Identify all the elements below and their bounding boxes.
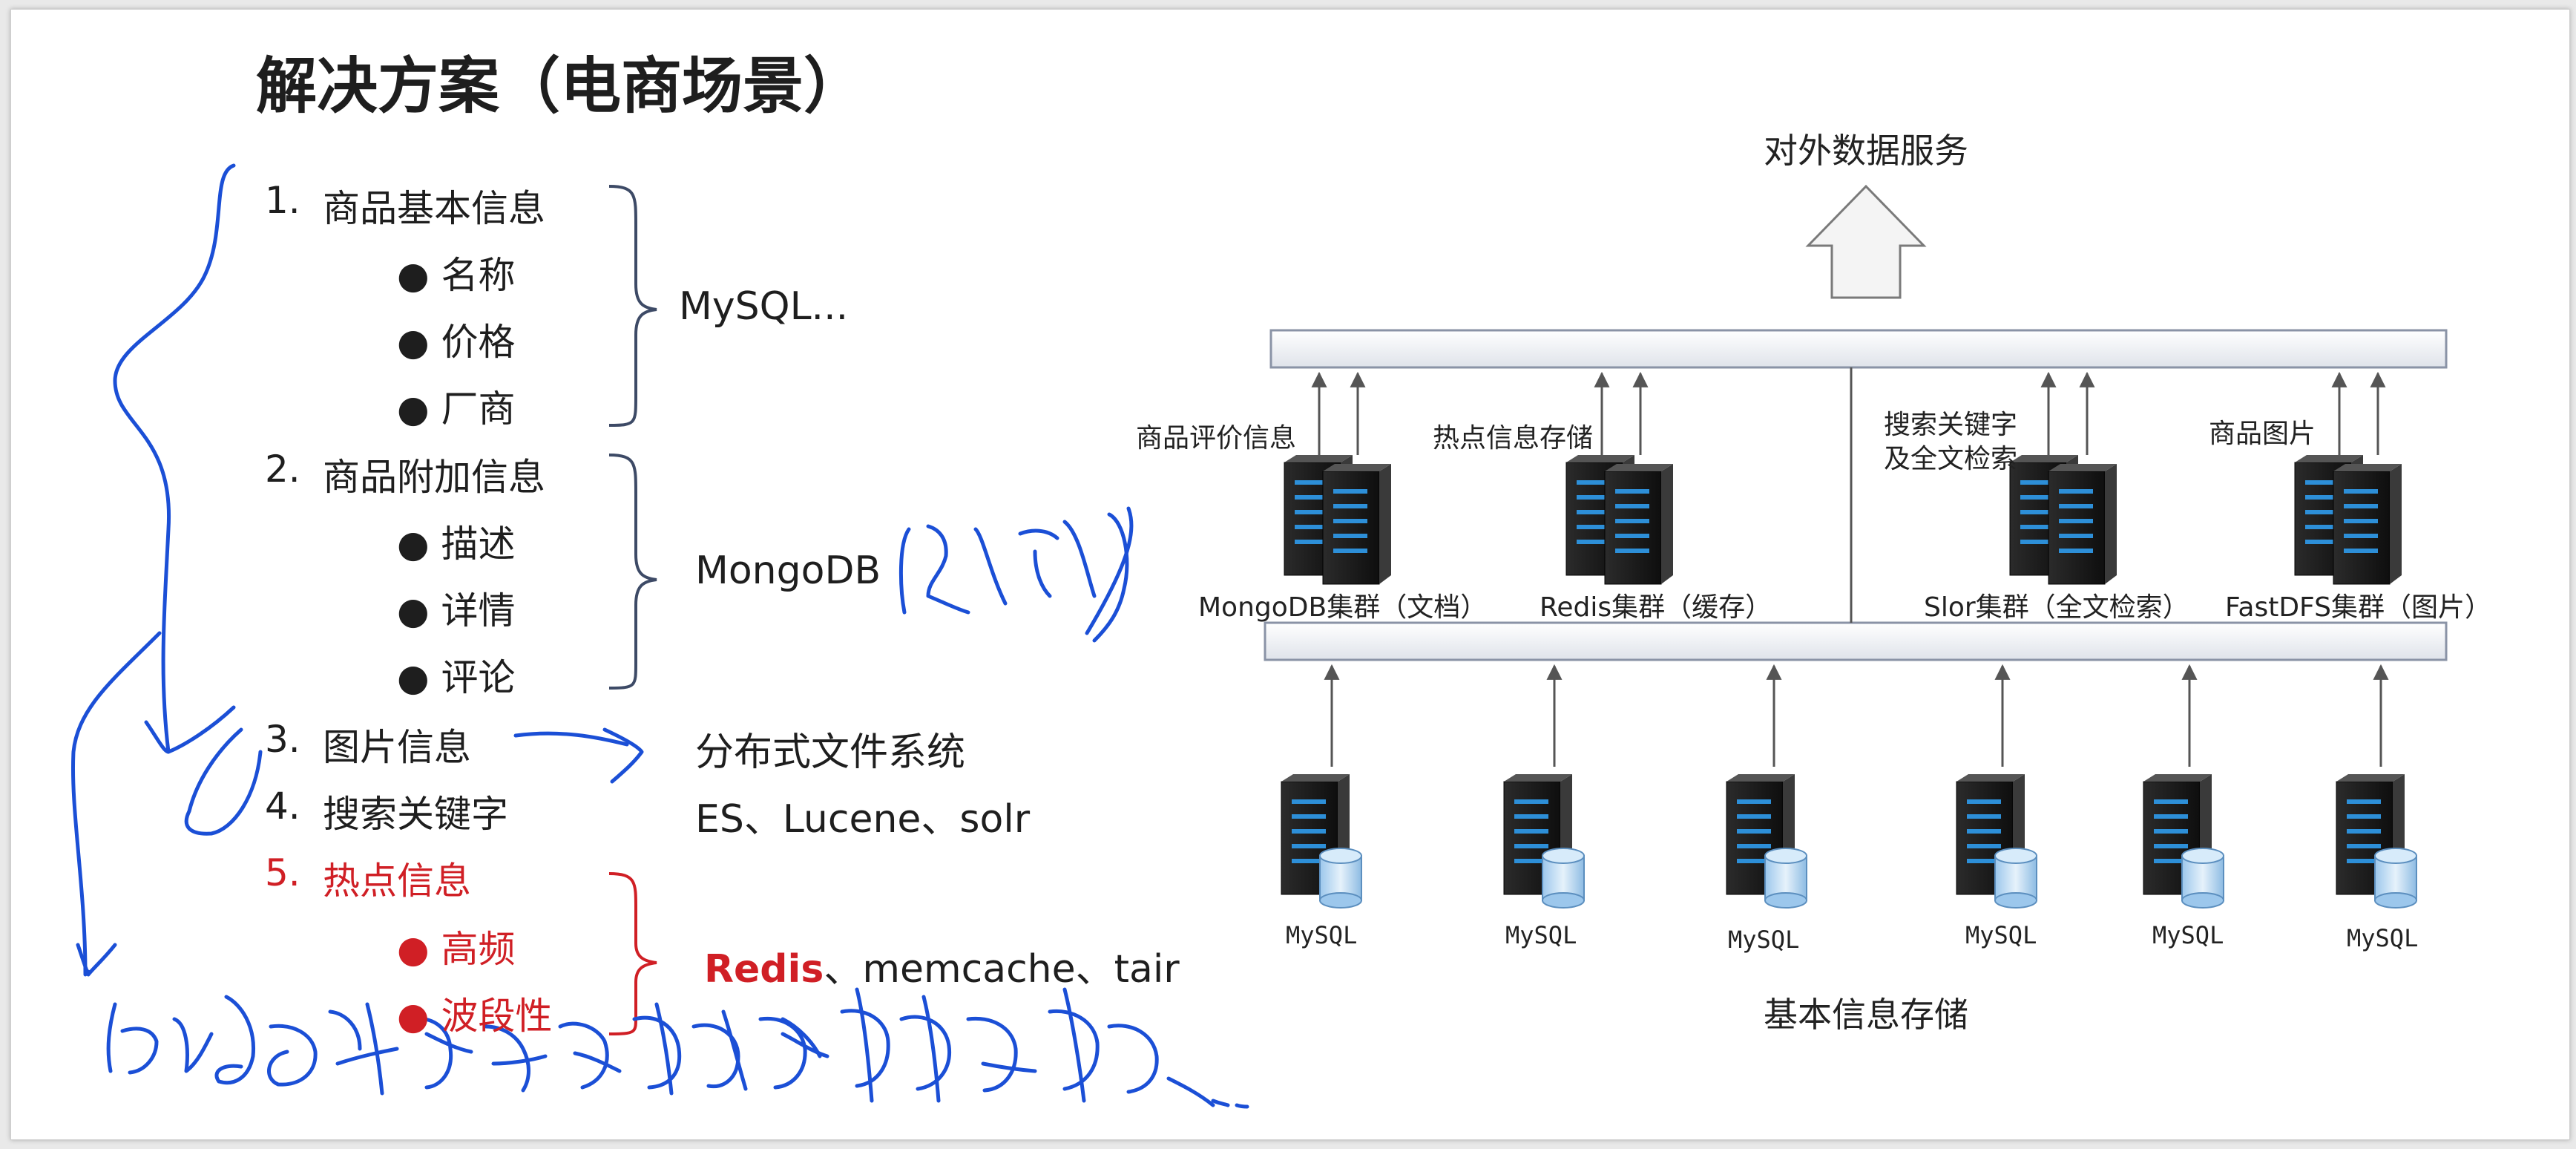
bullet-text: 评论 [441,656,516,699]
redis-cluster-icon [1565,454,1674,585]
outline-number: 4. [265,785,300,828]
mysql-node-icon [1726,774,1807,908]
bullet-item: ● 评论 [397,656,516,699]
outline-number: 3. [265,718,300,761]
tech-dfs: 分布式文件系统 [695,730,966,775]
bullet-text: 波段性 [441,995,553,1038]
brace-group-1 [608,185,657,427]
tech-search: ES、Lucene、solr [695,797,1031,842]
fastdfs-cluster-icon [2294,454,2402,585]
brace-group-5 [608,872,657,1035]
bullet-text: 高频 [441,928,516,971]
outline-item-extra-info: 商品附加信息 [323,456,545,499]
bullet-item: ● 波段性 [397,995,553,1038]
bullet-text: 详情 [441,589,516,632]
cluster-label: Slor集群（全文检索） [1924,592,2189,623]
outline-item-images: 图片信息 [323,726,471,769]
slide-graphics [70,163,2448,1109]
bullet-item: ● 价格 [397,321,516,364]
bullet-item: ● 详情 [397,589,516,632]
mysql-label: MySQL [2152,921,2224,949]
service-label: 及全文检索 [1884,444,2018,474]
mysql-label: MySQL [1965,921,2037,949]
outline-number: 2. [265,448,300,491]
mysql-node-icon [1281,774,1361,908]
cluster-label: FastDFS集群（图片） [2225,592,2491,623]
mysql-label: MySQL [1728,926,1800,954]
bullet-item: ● 厂商 [397,387,516,431]
outline-number: 1. [265,179,300,222]
tech-redis: Redis [704,947,824,992]
tech-mongodb: MongoDB [695,549,881,593]
bullet-item: ● 名称 [397,254,516,297]
storage-label: 基本信息存储 [1764,995,1968,1035]
tech-mysql: MySQL... [679,284,849,329]
service-label: 商品图片 [2209,419,2316,449]
slide: 解决方案（电商场景） 1. 商品基本信息 ● 名称 ● 价格 ● 厂商 MySQ… [10,9,2570,1140]
brace-group-2 [608,454,657,690]
tech-cache-rest: 、memcache、tair [824,947,1180,992]
mysql-node-icon [1956,774,2037,908]
mysql-node-icon [1504,774,1584,908]
mysql-node-icon [2143,774,2224,908]
page-title: 解决方案（电商场景） [256,51,865,122]
external-service-arrow [1805,184,1927,299]
outline-item-hot-info: 热点信息 [323,860,471,903]
outline-item-basic-info: 商品基本信息 [323,187,545,230]
mysql-label: MySQL [1286,921,1358,949]
cluster-label: Redis集群（缓存） [1540,592,1772,623]
outline-item-keywords: 搜索关键字 [323,793,508,836]
bullet-text: 厂商 [441,387,516,431]
outline-number: 5. [265,851,300,894]
bullet-item: ● 高频 [397,928,516,971]
mysql-label: MySQL [2347,924,2419,952]
service-bus-bar [1269,329,2448,369]
bullet-text: 描述 [441,523,516,566]
storage-bus-bar [1264,621,2448,661]
external-service-label: 对外数据服务 [1764,131,1968,171]
tech-cache: Redis、memcache、tair [704,937,1180,993]
solr-cluster-icon [2009,454,2117,585]
mongodb-cluster-icon [1284,454,1392,585]
bullet-item: ● 描述 [397,523,516,566]
mysql-label: MySQL [1505,921,1577,949]
bullet-text: 名称 [441,254,516,297]
service-label: 商品评价信息 [1136,423,1297,454]
bullet-text: 价格 [441,321,516,364]
mysql-node-icon [2336,774,2416,908]
service-label: 热点信息存储 [1433,423,1594,454]
service-label: 搜索关键字 [1884,410,2018,440]
cluster-label: MongoDB集群（文档） [1198,592,1488,623]
handwritten-annotations [70,163,1249,1109]
